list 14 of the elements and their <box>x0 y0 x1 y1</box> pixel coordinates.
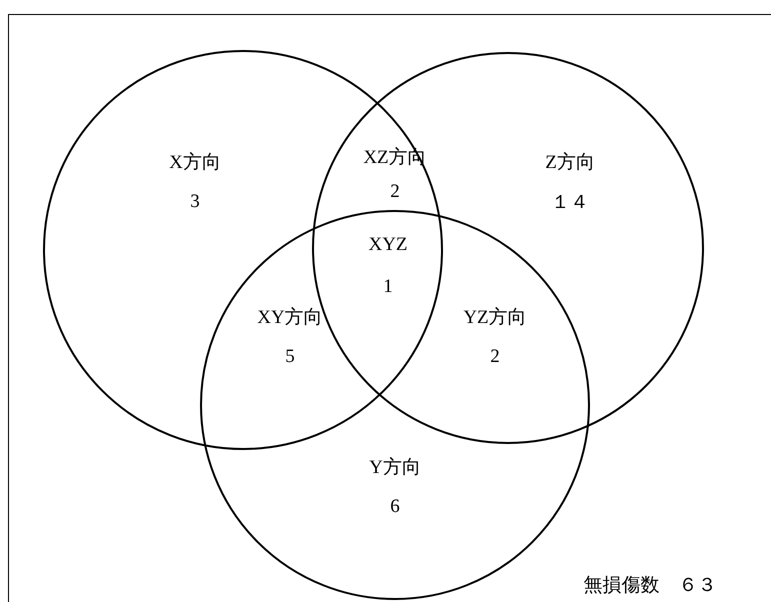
region-label: Z方向 <box>545 151 595 175</box>
count-value: 2 <box>390 181 400 203</box>
count-value: 5 <box>285 346 295 368</box>
region-label: X方向 <box>169 151 221 175</box>
region-label: YZ方向 <box>463 306 527 330</box>
region-label: XY方向 <box>257 306 323 330</box>
count-value: 6 <box>390 496 400 518</box>
count-value: １４ <box>551 191 589 215</box>
region-label: Y方向 <box>369 456 421 480</box>
count-value: 1 <box>383 276 393 298</box>
note-text: 無損傷数 ６３ <box>584 574 716 598</box>
region-label: XYZ <box>368 234 408 256</box>
count-value: 3 <box>190 191 200 213</box>
count-value: 2 <box>490 346 500 368</box>
